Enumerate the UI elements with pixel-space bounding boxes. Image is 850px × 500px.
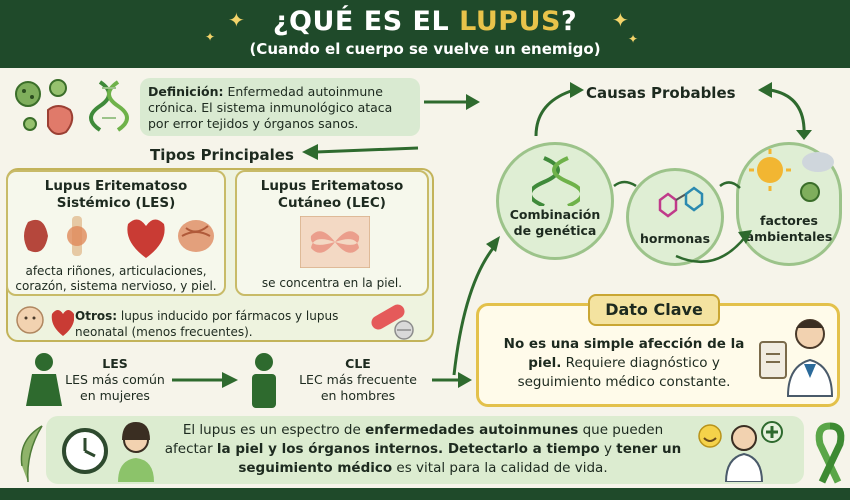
arrow-icon: [432, 372, 472, 388]
molecule-icon: [658, 186, 704, 218]
arrow-icon: [424, 94, 480, 110]
dna-icon: [532, 156, 580, 206]
dato-clave-title: Dato Clave: [588, 294, 720, 326]
woman-avatar-icon: [118, 422, 154, 482]
sparkle-icon: ✦: [612, 8, 629, 32]
dato-clave-text: No es una simple afección de la piel. Re…: [503, 336, 745, 390]
arrow-icon: [172, 372, 238, 388]
tipos-title: Tipos Principales: [150, 146, 294, 164]
page-subtitle: (Cuando el cuerpo se vuelve un enemigo): [249, 40, 601, 58]
header: ¿QUÉ ES EL LUPUS? (Cuando el cuerpo se v…: [0, 0, 850, 68]
arrow-icon: [534, 82, 584, 137]
otros-text: Otros: lupus inducido por fármacos y lup…: [75, 309, 339, 339]
baby-heart-icon: [16, 306, 74, 336]
sparkle-icon: ✦: [228, 8, 245, 32]
environment-icon: [749, 149, 834, 202]
hormonas-circle: hormonas: [626, 168, 724, 266]
arrow-icon: [452, 236, 500, 376]
organs-icon: [24, 216, 214, 258]
pills-icon: [371, 304, 414, 340]
sparkle-icon: ✦: [205, 30, 216, 44]
causas-title: Causas Probables: [586, 84, 736, 102]
lec-description: se concentra en la piel.: [261, 276, 403, 290]
arrow-icon: [675, 230, 752, 264]
definition-box: Definición: Enfermedad autoinmune crónic…: [140, 78, 420, 136]
arrow-icon: [302, 144, 419, 160]
immune-cells-icon: [15, 79, 129, 135]
woman-icon: [26, 353, 62, 406]
awareness-ribbon-icon: [815, 422, 845, 484]
summary-text: El lupus es un espectro de enfermedades …: [164, 422, 682, 476]
clock-icon: [62, 428, 108, 474]
footer-bar: [0, 488, 850, 500]
les-description: afecta riñones, articulaciones,corazón, …: [15, 264, 217, 293]
arrow-icon: [613, 180, 741, 189]
arrow-icon: [758, 82, 812, 140]
summary-box: [46, 416, 804, 484]
page-title: ¿QUÉ ES EL LUPUS?: [272, 6, 578, 37]
hormonas-label: hormonas: [639, 231, 711, 246]
doctor-icon: [759, 319, 834, 397]
man-icon: [252, 353, 276, 408]
sparkle-icon: ✦: [628, 32, 639, 46]
doctor-smile-icon: [698, 421, 783, 482]
leaf-icon: [20, 425, 43, 483]
skin-rash-icon: [300, 216, 370, 268]
